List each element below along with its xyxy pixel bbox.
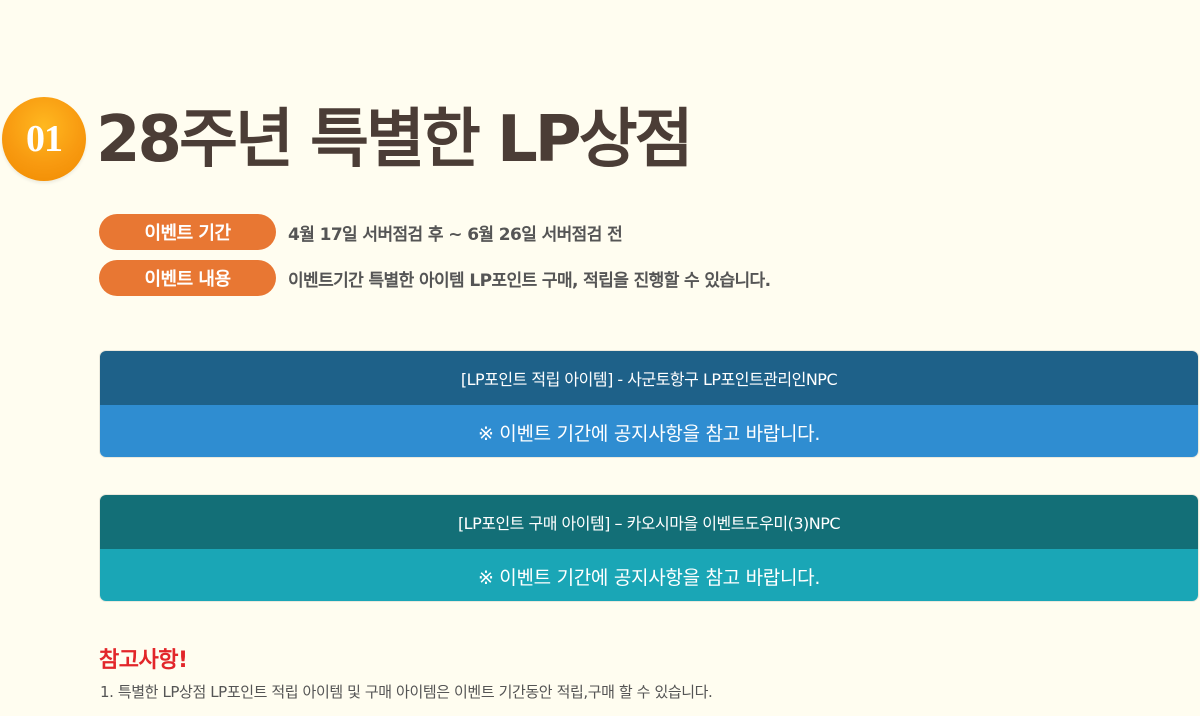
section-number-badge: 01 bbox=[2, 97, 86, 181]
lp-earn-items-body: ※ 이벤트 기간에 공지사항을 참고 바랍니다. bbox=[100, 405, 1198, 457]
lp-purchase-items-body: ※ 이벤트 기간에 공지사항을 참고 바랍니다. bbox=[100, 549, 1198, 601]
event-content-label: 이벤트 내용 bbox=[99, 260, 276, 296]
notes-item: 1. 특별한 LP상점 LP포인트 적립 아이템 및 구매 아이템은 이벤트 기… bbox=[100, 683, 713, 701]
event-period-row: 이벤트 기간 4월 17일 서버점검 후 ~ 6월 26일 서버점검 전 bbox=[99, 214, 623, 250]
page-title: 28주년 특별한 LP상점 bbox=[96, 103, 693, 177]
lp-purchase-items-heading: [LP포인트 구매 아이템] – 카오시마을 이벤트도우미(3)NPC bbox=[100, 495, 1198, 549]
section-number: 01 bbox=[26, 118, 63, 160]
event-period-text: 4월 17일 서버점검 후 ~ 6월 26일 서버점검 전 bbox=[288, 224, 623, 245]
notes-title: 참고사항! bbox=[99, 648, 188, 673]
lp-earn-items-box: [LP포인트 적립 아이템] - 사군토항구 LP포인트관리인NPC ※ 이벤트… bbox=[99, 350, 1199, 458]
event-content-row: 이벤트 내용 이벤트기간 특별한 아이템 LP포인트 구매, 적립을 진행할 수… bbox=[99, 260, 771, 296]
event-content-text: 이벤트기간 특별한 아이템 LP포인트 구매, 적립을 진행할 수 있습니다. bbox=[288, 270, 771, 291]
lp-earn-items-heading: [LP포인트 적립 아이템] - 사군토항구 LP포인트관리인NPC bbox=[100, 351, 1198, 405]
lp-purchase-items-box: [LP포인트 구매 아이템] – 카오시마을 이벤트도우미(3)NPC ※ 이벤… bbox=[99, 494, 1199, 602]
event-period-label: 이벤트 기간 bbox=[99, 214, 276, 250]
